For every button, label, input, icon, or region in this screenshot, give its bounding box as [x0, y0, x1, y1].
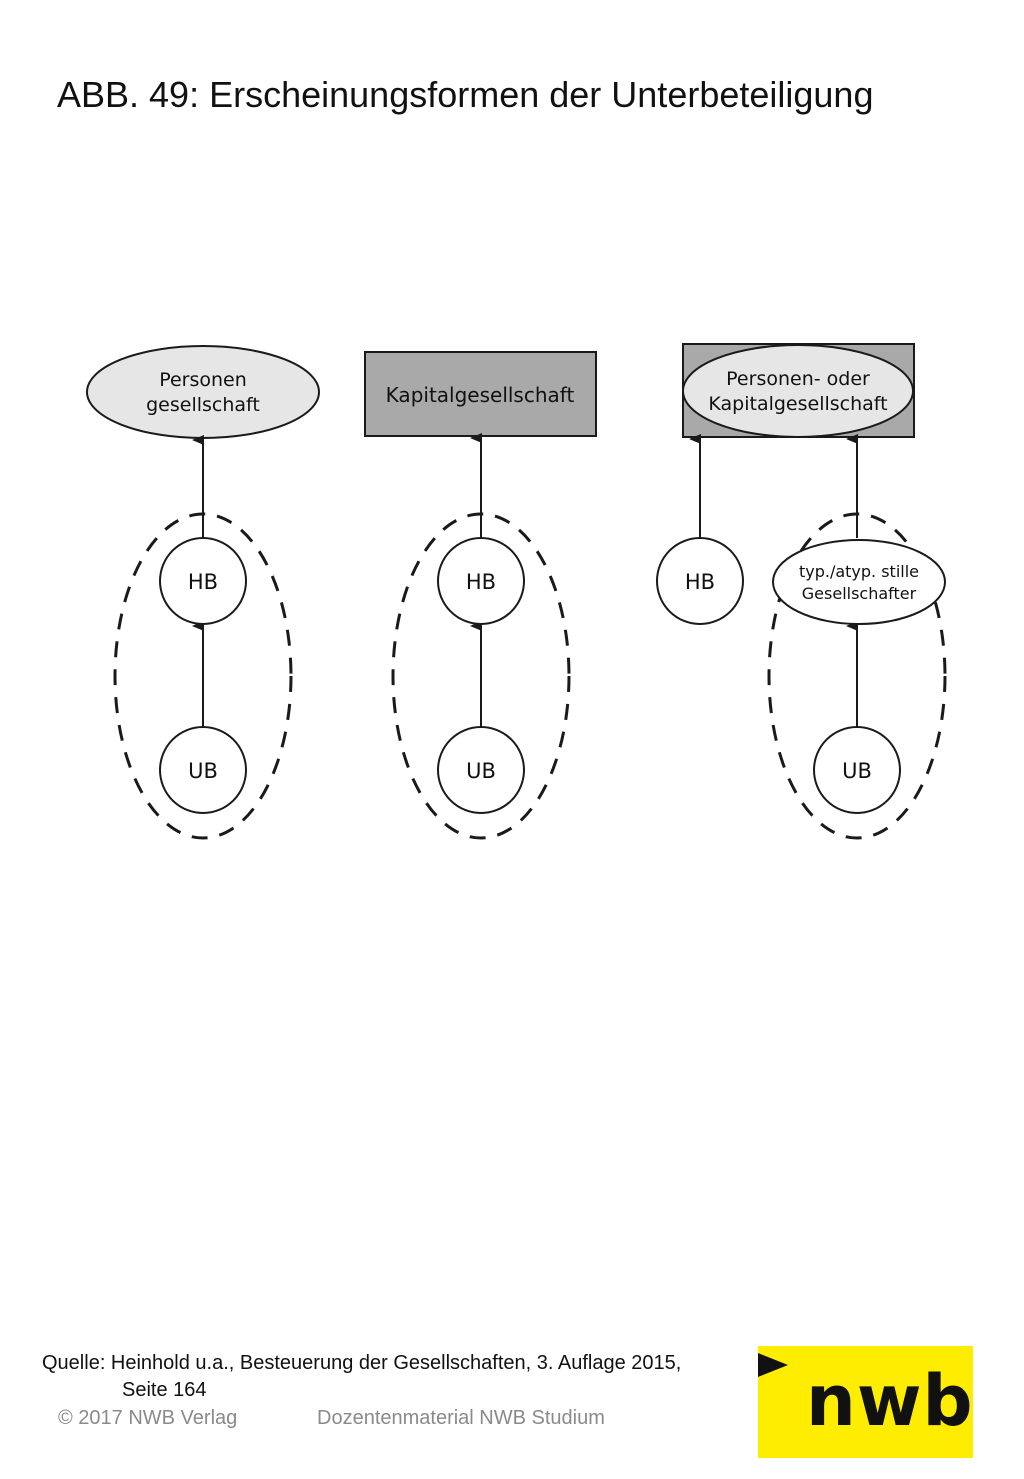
source-citation: Quelle: Heinhold u.a., Besteuerung der G… — [42, 1352, 682, 1374]
hb-node-1 — [159, 537, 247, 625]
personen-oder-label-1: Personen- oder — [726, 368, 870, 390]
footer-copyright: © 2017 NWB Verlag — [58, 1407, 238, 1429]
hb-node-2 — [437, 537, 525, 625]
page-title: ABB. 49: Erscheinungsformen der Unterbet… — [57, 74, 874, 115]
ub-node-2 — [437, 726, 525, 814]
ub-label-1: UB — [188, 759, 218, 783]
hb-label-3: HB — [685, 570, 715, 594]
column-personen-oder-kapitalgesellschaft: Personen- oder Kapitalgesellschaft HB ty… — [656, 343, 947, 840]
stille-label-1: typ./atyp. stille — [799, 562, 919, 581]
logo-text: nwb — [806, 1360, 974, 1442]
stille-gesellschafter-node — [772, 539, 946, 625]
personen-oder-label-2: Kapitalgesellschaft — [708, 393, 887, 415]
column-kapitalgesellschaft: Kapitalgesellschaft HB UB — [364, 351, 597, 840]
ub-label-2: UB — [466, 759, 496, 783]
ub-label-3: UB — [842, 759, 872, 783]
source-page: Seite 164 — [122, 1379, 207, 1401]
hb-label-1: HB — [188, 570, 218, 594]
hb-label-2: HB — [466, 570, 496, 594]
column-personengesellschaft: Personen gesellschaft HB UB — [86, 345, 320, 840]
stille-label-2: Gesellschafter — [802, 584, 917, 603]
ub-node-1 — [159, 726, 247, 814]
personengesellschaft-label-2: gesellschaft — [146, 394, 260, 416]
arrow-right-icon — [758, 1353, 788, 1377]
nwb-logo: nwb — [758, 1346, 973, 1458]
hb-node-3 — [656, 537, 744, 625]
unterbeteiligung-diagram: Personen gesellschaft HB UB Kapitalgesel… — [86, 343, 947, 840]
personen-oder-kapitalgesellschaft-ellipse — [682, 344, 914, 438]
kapitalgesellschaft-label: Kapitalgesellschaft — [386, 383, 575, 407]
personengesellschaft-ellipse — [86, 345, 320, 439]
ub-node-3 — [813, 726, 901, 814]
personengesellschaft-label-1: Personen — [159, 369, 247, 391]
footer-material: Dozentenmaterial NWB Studium — [317, 1407, 605, 1429]
